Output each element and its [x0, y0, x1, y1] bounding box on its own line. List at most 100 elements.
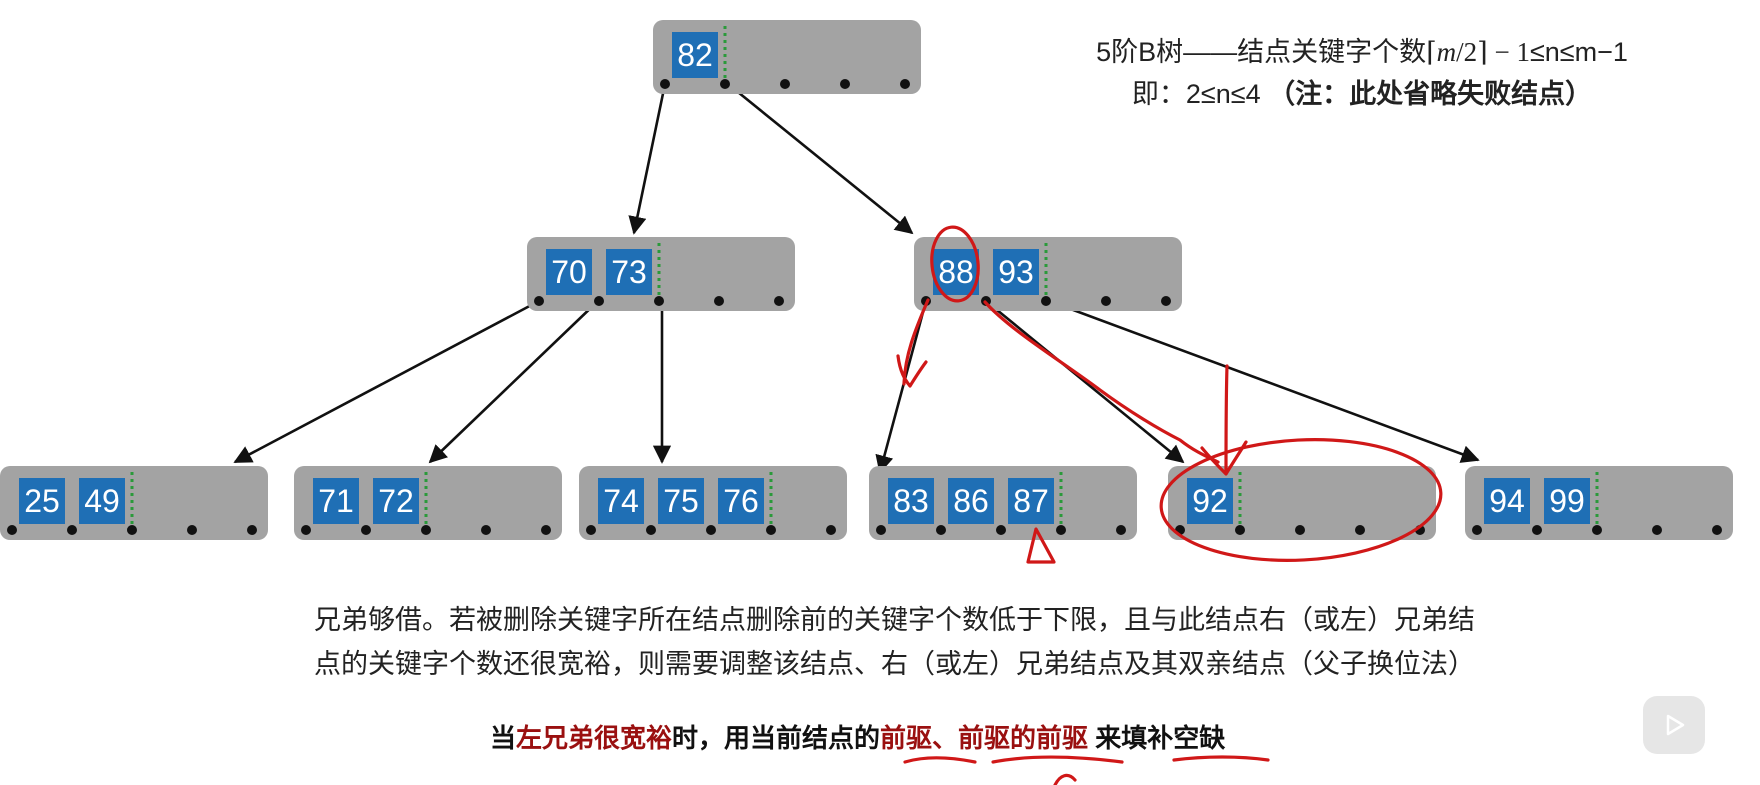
pointer-dot: [187, 525, 197, 535]
edge-root-left: [628, 83, 667, 235]
path-to-92-annotation: [983, 300, 1220, 464]
key-box-70: [546, 249, 592, 295]
pointer-dot: [714, 296, 724, 306]
key-box-75: [658, 478, 704, 524]
pointer-dot: [127, 525, 137, 535]
description-line-1: 兄弟够借。若被删除关键字所在结点删除前的关键字个数低于下限，且与此结点右（或左）…: [314, 605, 1475, 635]
node-leaf-3-background: [579, 466, 847, 540]
edge-88-92: [985, 299, 1185, 464]
key-25: 25: [24, 483, 60, 519]
node-internal-2: 88 93: [914, 237, 1182, 311]
play-icon: [1666, 714, 1685, 736]
header-title-text: 5阶B树——结点关键字个数: [1096, 37, 1427, 67]
key-box-49: [79, 478, 125, 524]
node-leaf-5: 92: [1168, 466, 1436, 540]
pointer-dot: [646, 525, 656, 535]
pointer-dot: [586, 525, 596, 535]
key-box-71: [313, 478, 359, 524]
math-ceil-left: ⌈: [1426, 37, 1437, 67]
key-box-94: [1484, 478, 1530, 524]
pointer-dot: [936, 525, 946, 535]
description-line-2: 点的关键字个数还很宽裕，则需要调整该结点、右（或左）兄弟结点及其双亲结点（父子换…: [314, 649, 1475, 679]
circle-88-annotation: [930, 225, 980, 303]
pointer-dot: [996, 525, 1006, 535]
key-71: 71: [318, 483, 354, 519]
key-box-86: [948, 478, 994, 524]
pointer-dot: [766, 525, 776, 535]
pointer-dot: [840, 79, 850, 89]
pointer-dot: [826, 525, 836, 535]
header-note: （注：此处省略失败结点）: [1268, 79, 1593, 109]
edge-70-25: [233, 299, 540, 464]
pointer-dot: [660, 79, 670, 89]
node-root-background: [653, 20, 921, 94]
pointer-dot: [481, 525, 491, 535]
header-range-text: 即：2≤n≤4: [1131, 79, 1269, 109]
key-87: 87: [1013, 483, 1049, 519]
pointer-dot: [780, 79, 790, 89]
red-annotations: [896, 225, 1443, 785]
pointer-dot: [1116, 525, 1126, 535]
pointer-dot: [1592, 525, 1602, 535]
key-73: 73: [611, 254, 647, 290]
node-leaf-1-background: [0, 466, 268, 540]
pointer-dot: [534, 296, 544, 306]
video-play-button[interactable]: [1643, 696, 1705, 754]
node-leaf-5-background: [1168, 466, 1436, 540]
key-94: 94: [1489, 483, 1525, 519]
underline-2-annotation: [991, 755, 1124, 764]
key-box-72: [373, 478, 419, 524]
key-93: 93: [998, 254, 1034, 290]
key-box-74: [598, 478, 644, 524]
node-internal-1-background: [527, 237, 795, 311]
pointer-dot: [7, 525, 17, 535]
tip-part-3: 时，用当前结点的: [672, 723, 881, 753]
key-box-99: [1544, 478, 1590, 524]
node-leaf-2: 71 72: [294, 466, 562, 540]
key-box-87: [1008, 478, 1054, 524]
pointer-dot: [1712, 525, 1722, 535]
pointer-dot: [654, 296, 664, 306]
pointer-dot: [1295, 525, 1305, 535]
pointer-dot: [541, 525, 551, 535]
tip-highlight-2: 前驱、前驱的前驱: [880, 723, 1089, 753]
marker-87-annotation: [1026, 527, 1056, 564]
underline-3-annotation: [1172, 755, 1270, 762]
node-internal-2-background: [914, 237, 1182, 311]
pointer-dot: [247, 525, 257, 535]
tip-line: 当左兄弟很宽裕时，用当前结点的前驱、前驱的前驱 来填补空缺: [490, 718, 1225, 755]
key-82: 82: [677, 37, 713, 73]
key-72: 72: [378, 483, 414, 519]
pointer-dot: [720, 79, 730, 89]
node-leaf-4-background: [869, 466, 1137, 540]
key-box-88: [933, 249, 979, 295]
math-slash-2: /2: [1456, 37, 1478, 67]
key-75: 75: [663, 483, 699, 519]
pointer-dot: [1041, 296, 1051, 306]
pointer-dot: [1355, 525, 1365, 535]
pointer-dot: [706, 525, 716, 535]
tip-highlight-1: 左兄弟很宽裕: [516, 723, 673, 753]
arrow-down-annotation: [896, 298, 930, 388]
key-99: 99: [1549, 483, 1585, 519]
tree-edges: [233, 82, 1480, 474]
edge-93-94: [1048, 299, 1480, 463]
key-86: 86: [953, 483, 989, 519]
scribble-bottom-annotation: [1053, 773, 1077, 785]
key-88: 88: [938, 254, 974, 290]
pointer-dot: [1652, 525, 1662, 535]
node-leaf-6: 94 99: [1465, 466, 1733, 540]
edge-70-71: [428, 300, 599, 464]
pointer-dot: [67, 525, 77, 535]
pointer-dot: [1235, 525, 1245, 535]
header-line-1: 5阶B树——结点关键字个数⌈m/2⌉ − 1≤n≤m−1: [1012, 30, 1712, 69]
key-92: 92: [1192, 483, 1228, 519]
pointer-dot: [876, 525, 886, 535]
math-ceil-right-minus-1: ⌉ − 1: [1477, 37, 1530, 67]
pointer-dot: [1532, 525, 1542, 535]
math-range-suffix: ≤n≤m−1: [1529, 37, 1628, 67]
